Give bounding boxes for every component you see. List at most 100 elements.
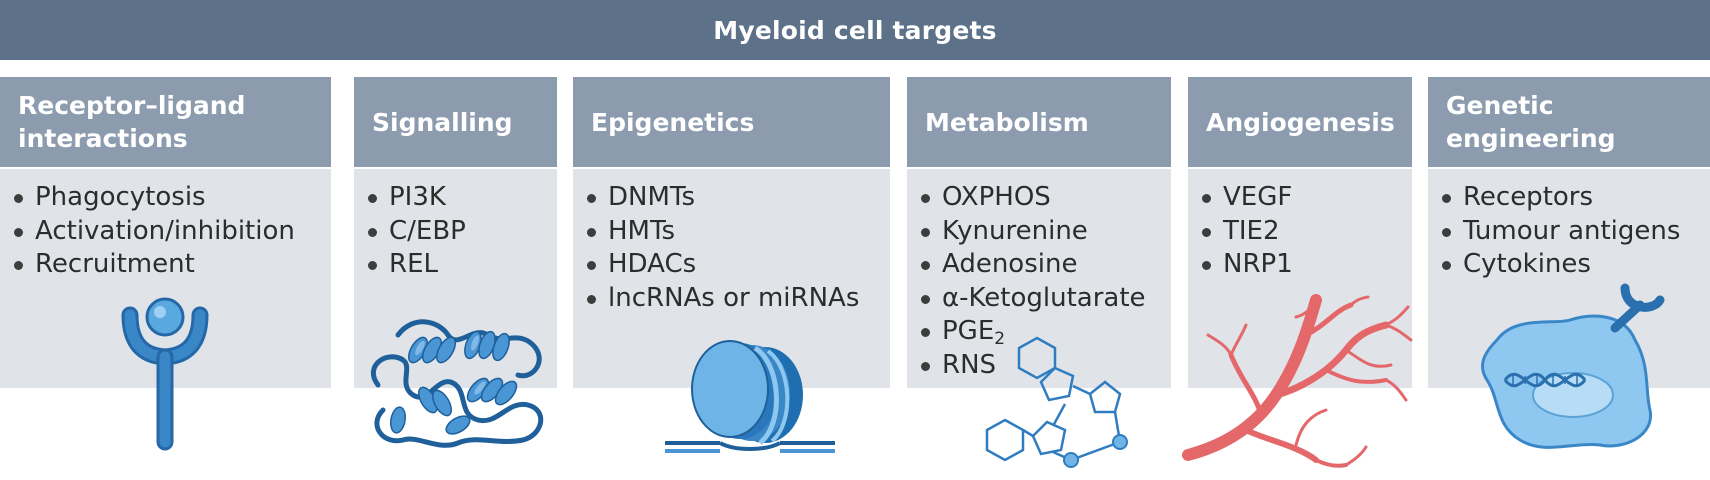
- title-line: Metabolism: [925, 107, 1089, 137]
- bullet: [14, 194, 23, 204]
- bullet: [921, 227, 930, 237]
- panel-body: DNMTs HMTs HDACs lncRNAs or miRNAs: [573, 169, 890, 388]
- bullet: [1442, 227, 1451, 237]
- panel-receptor-ligand: Receptor–ligand interactions Phagocytosi…: [0, 77, 331, 388]
- list-item: Cytokines: [1442, 248, 1710, 282]
- list-item: Tumour antigens: [1442, 215, 1710, 249]
- panel-body: OXPHOS Kynurenine Adenosine α-Ketoglutar…: [907, 169, 1171, 388]
- item-list: VEGF TIE2 NRP1: [1188, 169, 1412, 282]
- item-label: lncRNAs or miRNAs: [608, 282, 860, 313]
- panel-header: Genetic engineering: [1428, 77, 1710, 167]
- panel-header: Receptor–ligand interactions: [0, 77, 331, 167]
- title-banner: Myeloid cell targets: [0, 0, 1710, 60]
- item-list: PI3K C/EBP REL: [354, 169, 557, 282]
- panel-header: Signalling: [354, 77, 557, 167]
- bullet: [1202, 194, 1211, 204]
- bullet: [921, 328, 930, 338]
- bullet: [921, 361, 930, 371]
- item-subscript: 2: [994, 329, 1006, 349]
- list-item: RNS: [921, 349, 1171, 383]
- item-label: Kynurenine: [942, 215, 1088, 246]
- item-label: Cytokines: [1463, 249, 1591, 279]
- list-item: Phagocytosis: [14, 181, 331, 215]
- panel-title: Metabolism: [925, 106, 1089, 139]
- item-label: TIE2: [1223, 215, 1280, 246]
- list-item: α-Ketoglutarate: [921, 282, 1171, 316]
- list-item: Activation/inhibition: [14, 215, 331, 249]
- bullet: [921, 294, 930, 304]
- item-label: DNMTs: [608, 182, 696, 212]
- item-label: RNS: [942, 349, 997, 380]
- list-item: TIE2: [1202, 215, 1412, 249]
- panel-header: Metabolism: [907, 77, 1171, 167]
- item-list: DNMTs HMTs HDACs lncRNAs or miRNAs: [573, 169, 890, 315]
- bullet: [1442, 261, 1451, 271]
- bullet: [1442, 194, 1451, 204]
- bullet: [587, 227, 596, 237]
- list-item: Receptors: [1442, 181, 1710, 215]
- bullet: [1202, 261, 1211, 271]
- item-label: Adenosine: [942, 249, 1078, 279]
- item-label: REL: [389, 249, 438, 279]
- item-label: C/EBP: [389, 215, 466, 246]
- bullet: [368, 227, 377, 237]
- engineered-cell-icon: [1481, 283, 1665, 449]
- title-line: Genetic: [1446, 91, 1554, 120]
- bullet: [921, 194, 930, 204]
- item-label: HMTs: [608, 215, 676, 246]
- list-item: PI3K: [368, 181, 557, 215]
- item-label: VEGF: [1223, 182, 1293, 212]
- item-label: Activation/inhibition: [35, 215, 295, 246]
- item-label: Phagocytosis: [35, 182, 206, 212]
- bullet: [921, 261, 930, 271]
- item-label: α-Ketoglutarate: [942, 282, 1146, 313]
- title-line: interactions: [18, 124, 188, 153]
- bullet: [587, 261, 596, 271]
- panel-title: Receptor–ligand interactions: [18, 89, 245, 155]
- bullet: [368, 194, 377, 204]
- list-item: HMTs: [587, 215, 890, 249]
- receptor-icon: [121, 297, 209, 451]
- panel-header: Epigenetics: [573, 77, 890, 167]
- bullet: [368, 261, 377, 271]
- metabolite-molecule-icon: [985, 336, 1128, 468]
- list-item: Adenosine: [921, 248, 1171, 282]
- nucleosome-icon: [665, 340, 835, 453]
- panel-epigenetics: Epigenetics DNMTs HMTs HDACs lncRNAs or …: [573, 77, 890, 388]
- item-label: OXPHOS: [942, 182, 1051, 212]
- list-item: HDACs: [587, 248, 890, 282]
- panel-body: PI3K C/EBP REL: [354, 169, 557, 388]
- list-item: Kynurenine: [921, 215, 1171, 249]
- title-line: Signalling: [372, 107, 513, 137]
- panel-body: Phagocytosis Activation/inhibition Recru…: [0, 169, 331, 388]
- item-label: HDACs: [608, 249, 697, 279]
- list-item: lncRNAs or miRNAs: [587, 282, 890, 316]
- title-line: engineering: [1446, 124, 1616, 153]
- list-item: Recruitment: [14, 248, 331, 282]
- panel-signalling: Signalling PI3K C/EBP REL: [354, 77, 557, 388]
- list-item: OXPHOS: [921, 181, 1171, 215]
- list-item: DNMTs: [587, 181, 890, 215]
- panel-title: Genetic engineering: [1446, 89, 1616, 155]
- list-item: VEGF: [1202, 181, 1412, 215]
- item-label: Receptors: [1463, 182, 1594, 212]
- item-list: Receptors Tumour antigens Cytokines: [1428, 169, 1710, 282]
- bullet: [587, 194, 596, 204]
- protein-structure-icon: [370, 319, 544, 448]
- blood-vessel-icon: [1182, 294, 1413, 468]
- item-label: NRP1: [1223, 249, 1293, 279]
- panel-title: Signalling: [372, 106, 513, 139]
- list-item: NRP1: [1202, 248, 1412, 282]
- panel-title: Angiogenesis: [1206, 106, 1395, 139]
- title-line: Angiogenesis: [1206, 107, 1395, 137]
- item-label: PI3K: [389, 182, 446, 212]
- item-list: OXPHOS Kynurenine Adenosine α-Ketoglutar…: [907, 169, 1171, 382]
- panel-metabolism: Metabolism OXPHOS Kynurenine Adenosine α…: [907, 77, 1171, 388]
- panel-header: Angiogenesis: [1188, 77, 1412, 167]
- bullet: [14, 227, 23, 237]
- title-line: Epigenetics: [591, 107, 755, 137]
- item-list: Phagocytosis Activation/inhibition Recru…: [0, 169, 331, 282]
- list-item: C/EBP: [368, 215, 557, 249]
- list-item: REL: [368, 248, 557, 282]
